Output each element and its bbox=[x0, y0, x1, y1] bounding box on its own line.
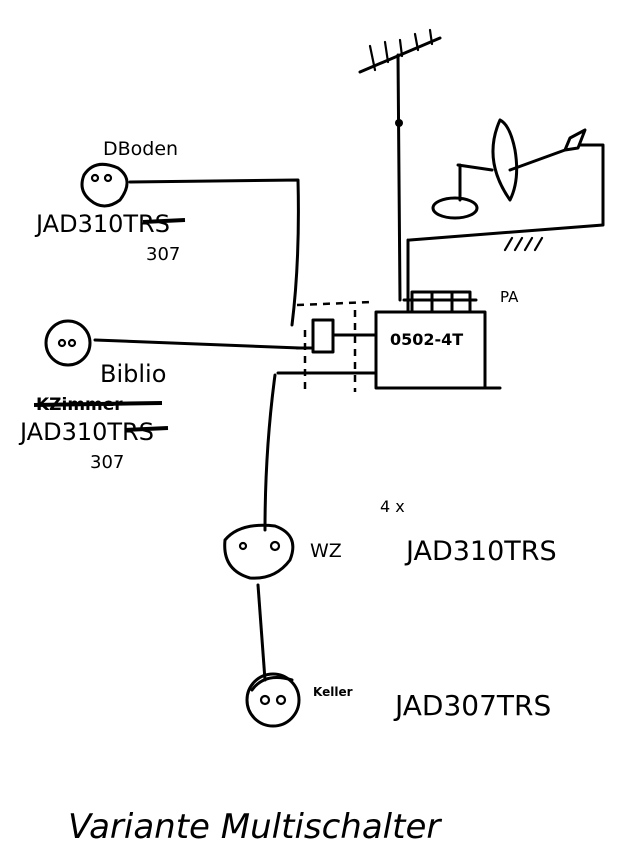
room-label: DBoden bbox=[103, 138, 178, 160]
cable-biblio bbox=[93, 338, 302, 350]
terrestrial-antenna-icon bbox=[358, 28, 442, 302]
cable-keller bbox=[256, 583, 267, 682]
model-correction: 307 bbox=[146, 244, 180, 265]
model-suffix: TRS bbox=[106, 418, 154, 446]
model-prefix: JAD bbox=[34, 210, 78, 238]
satellite-dish-icon bbox=[408, 118, 605, 252]
model-prefix: JAD bbox=[18, 418, 62, 446]
room-label: WZ bbox=[310, 540, 342, 562]
model-307-note: JAD307TRS bbox=[393, 689, 551, 722]
room-label: Biblio bbox=[100, 360, 166, 388]
cable-dboden bbox=[128, 178, 300, 327]
model-label: JAD310TRS bbox=[34, 210, 170, 238]
amplifier-label: PA bbox=[500, 288, 519, 306]
outlet-biblio: Biblio KZimmer JAD310TRS 307 bbox=[18, 319, 169, 473]
model-correction: 307 bbox=[90, 452, 124, 473]
diagram-title: Variante Multischalter bbox=[68, 807, 442, 847]
cable-wz bbox=[263, 373, 277, 532]
multiswitch-label: 0502-4T bbox=[390, 330, 463, 349]
model-suffix: TRS bbox=[122, 210, 170, 238]
outlet-dboden: DBoden JAD310TRS 307 bbox=[34, 138, 186, 265]
room-label: Keller bbox=[313, 685, 353, 699]
outlet-wz: WZ bbox=[223, 523, 342, 580]
model-struck: 310 bbox=[78, 210, 124, 238]
model-struck: 310 bbox=[62, 418, 108, 446]
model-label: JAD310TRS bbox=[18, 418, 154, 446]
quantity-note: 4 x bbox=[380, 497, 405, 516]
model-310-note: JAD310TRS bbox=[404, 536, 557, 567]
outlet-keller: Keller bbox=[245, 672, 353, 728]
